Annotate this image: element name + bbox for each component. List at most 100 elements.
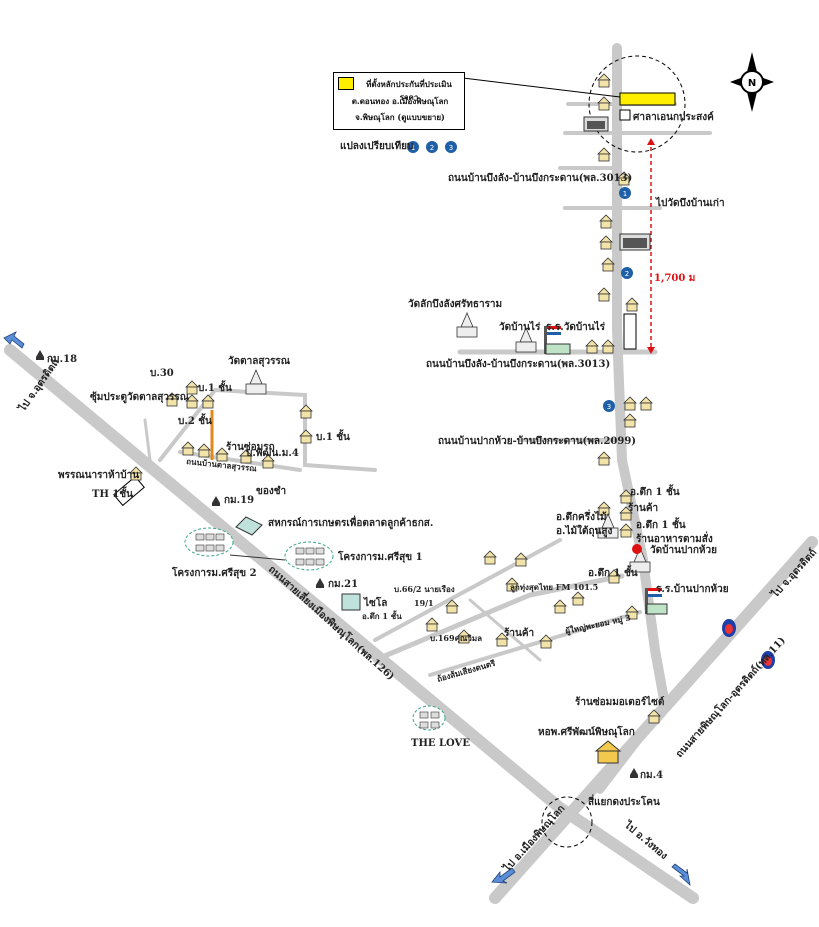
compare-marker-3-num: 3 bbox=[607, 403, 611, 411]
legend-box: ที่ตั้งหลักประกันที่ประเมินราคา ต.ดอนทอง… bbox=[333, 72, 465, 130]
label-building1-b: อ.ตึก 1 ชั้น bbox=[588, 565, 638, 579]
label-km4: กม.4 bbox=[640, 770, 663, 781]
temple-icon bbox=[515, 326, 537, 353]
compare-marker-1 bbox=[619, 187, 631, 199]
house-icon bbox=[261, 454, 275, 469]
legend-compare-markers: 1 2 3 bbox=[407, 141, 457, 153]
th-plot bbox=[113, 475, 145, 507]
label-sala: ศาลาเอนกประสงค์ bbox=[633, 111, 714, 123]
label-project2: โครงการม.ศรีสุข 2 bbox=[171, 566, 257, 579]
houses bbox=[129, 73, 661, 724]
gas-station-icons bbox=[722, 619, 775, 669]
arrow-to-utd-icon bbox=[3, 331, 25, 349]
house-icon bbox=[597, 96, 611, 111]
house-icon bbox=[165, 392, 179, 407]
house-icon bbox=[425, 617, 439, 632]
label-km21: กม.21 bbox=[328, 579, 358, 590]
housing-projects bbox=[184, 527, 446, 731]
shop-building-icon bbox=[619, 233, 651, 251]
house-icon bbox=[215, 447, 229, 462]
house-icon bbox=[239, 449, 253, 464]
compare-marker-3 bbox=[603, 400, 615, 412]
label-to-phitsanulok: ไป อ.เมืองพิษณุโลก bbox=[500, 802, 567, 875]
road-bypass bbox=[4, 344, 699, 904]
label-radio: ลูกทุ่งสุดไทย FM 101.5 bbox=[510, 582, 598, 593]
house-icon bbox=[571, 591, 585, 606]
compare-marker-1-num: 1 bbox=[623, 190, 627, 198]
label-b2: บ.2 ชั้น bbox=[178, 413, 212, 427]
label-wat-pak-huai: วัดบ้านปากห้วย bbox=[650, 544, 717, 556]
compare-legend-label: แปลงเปรียบเทียบ bbox=[340, 140, 413, 152]
label-km18: กม.18 bbox=[47, 354, 77, 365]
km-post-icon bbox=[212, 496, 220, 506]
legend-marker-3: 3 bbox=[449, 144, 453, 152]
house-icon bbox=[599, 235, 613, 250]
house-icon bbox=[601, 257, 615, 272]
road-north-south bbox=[612, 43, 670, 710]
temple-icon bbox=[597, 512, 619, 539]
label-shop-b: ร้านค้า bbox=[628, 502, 658, 514]
house-icon bbox=[129, 466, 143, 481]
label-building1-a: อ.ตึก 1 ชั้น bbox=[362, 610, 402, 621]
arrow-to-city-icon bbox=[491, 867, 516, 884]
house-icon bbox=[625, 605, 639, 620]
house-icon bbox=[601, 339, 615, 354]
km-post-icon bbox=[316, 578, 324, 588]
shop-building-icon bbox=[583, 116, 609, 132]
house-icon bbox=[623, 396, 637, 411]
house-icon bbox=[185, 380, 199, 395]
label-silo: ไซโล bbox=[363, 596, 387, 609]
km-post-icon bbox=[630, 768, 638, 778]
house-icon bbox=[619, 489, 633, 504]
label-shop-a: อ.ตึก 1 ชั้น bbox=[630, 484, 680, 498]
label-wat-ban-rai: วัดบ้านไร่ bbox=[499, 320, 541, 333]
label-road-lower: ถ้องส้มเสียงดนตรี bbox=[436, 658, 497, 684]
house-icon bbox=[539, 634, 553, 649]
house-icon bbox=[639, 396, 653, 411]
silo-icon bbox=[341, 593, 361, 611]
label-pracha-kuti: ซุ้มประตูวัดตาลสุวรรณ bbox=[90, 391, 190, 404]
compare-marker-2-num: 2 bbox=[625, 270, 629, 278]
road-lower-1 bbox=[372, 573, 625, 663]
house-icon bbox=[514, 552, 528, 567]
dorm-icon bbox=[594, 740, 622, 764]
distance-arrow-bottom bbox=[647, 347, 655, 354]
label-road-top: ถนนบ้านบึงลัง-บ้านบึงกระดาน(พล.3013) bbox=[448, 172, 632, 184]
temple-icon bbox=[629, 546, 651, 573]
label-phonphan: พรรณนาราห้าบ้าน bbox=[58, 469, 139, 481]
legend-pointer bbox=[462, 77, 621, 98]
house-icon bbox=[553, 599, 567, 614]
label-b1-a: บ.1 ชั้น bbox=[198, 380, 232, 394]
label-project1: โครงการม.ศรีสุข 1 bbox=[337, 550, 423, 563]
school-icon bbox=[645, 588, 668, 615]
label-b30: บ.30 bbox=[150, 368, 174, 379]
house-icon bbox=[619, 506, 633, 521]
hospital-marker bbox=[632, 544, 642, 554]
legend-line-1: ที่ตั้งหลักประกันที่ประเมินราคา bbox=[366, 79, 452, 102]
km-post-icon bbox=[36, 350, 44, 360]
warehouse-icon bbox=[235, 516, 263, 536]
house-icon bbox=[617, 171, 631, 186]
label-motor-shop: ร้านซ่อมมอเตอร์ไซต์ bbox=[575, 695, 664, 708]
label-b66: บ.66/2 นายเรือง bbox=[394, 584, 455, 594]
label-b1-b: บ.1 ชั้น bbox=[316, 429, 350, 443]
label-road-pak-huai: ถนนบ้านปากห้วย-บ้านบึงกระดาน(พล.2099) bbox=[438, 435, 636, 447]
label-th1: TH 1ชั้น bbox=[92, 486, 133, 500]
house-icon bbox=[505, 577, 519, 592]
label-dorm: หอพ.ศรีพัฒน์พิษณุโลก bbox=[538, 725, 635, 738]
legend-marker-1: 1 bbox=[411, 144, 415, 152]
temple-icon bbox=[245, 368, 267, 395]
distance-arrow-top bbox=[647, 138, 655, 145]
gas-station-icon bbox=[722, 619, 736, 637]
label-school-ban-rai: ร.ร.วัดบ้านไร่ bbox=[546, 320, 606, 333]
legend-line-2: ต.ดอนทอง อ.เมืองพิษณุโลก bbox=[351, 96, 449, 106]
north-compass-icon: N bbox=[730, 52, 774, 112]
label-shop-repair: ร้านซ่อมรถ bbox=[226, 441, 275, 453]
legend-line-3: จ.พิษณุโลก (ดูแบบขยาย) bbox=[355, 112, 445, 122]
label-to-wat-old: ไปวัดบึงบ้านเก่า bbox=[655, 196, 725, 209]
north-label: N bbox=[748, 78, 756, 89]
label-road-mid: ถนนบ้านบึงลัง-บ้านบึงกระดาน(พล.3013) bbox=[426, 358, 610, 370]
km-posts bbox=[36, 350, 638, 778]
house-icon bbox=[585, 339, 599, 354]
